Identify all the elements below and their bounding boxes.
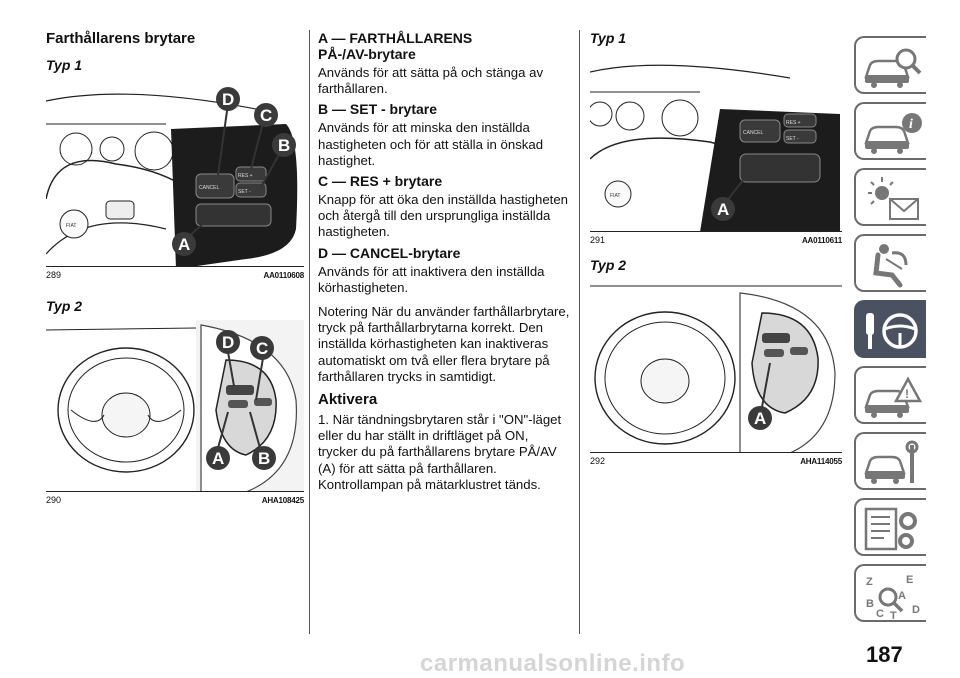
svg-text:E: E <box>906 574 913 586</box>
cancel-button-label: CANCEL <box>743 130 764 136</box>
figure-number: 292 <box>590 456 606 466</box>
svg-text:T: T <box>890 610 897 619</box>
figure-code: AA0110611 <box>801 236 842 245</box>
paragraph-b: Används för att minska den inställda has… <box>318 120 544 168</box>
figure-289: FIAT CANCEL RES + SET - D C B A <box>46 79 304 267</box>
cancel-button-label: CANCEL <box>199 185 220 191</box>
figure-291: FIAT CANCEL RES + SET - A <box>590 54 842 232</box>
svg-text:C: C <box>876 608 884 619</box>
tab-index[interactable]: Z E A B C T D <box>854 564 926 622</box>
figure-type-label: Typ 2 <box>590 257 627 273</box>
figure-type-label: Typ 1 <box>46 57 83 73</box>
steering-wheel-illustration: FIAT CANCEL RES + SET - A <box>590 64 840 231</box>
tab-maintenance[interactable] <box>854 432 926 490</box>
alphabetical-index-icon: Z E A B C T D <box>866 574 920 619</box>
callout-a: A <box>178 235 190 254</box>
paragraph-d: Används för att inaktivera den inställda… <box>318 263 545 295</box>
figure-290: D C A B <box>46 320 304 492</box>
figure-caption: 290 AHA108425 <box>46 495 304 505</box>
warning-lights-message-icon <box>868 177 919 220</box>
figure-caption: 289 AA0110608 <box>46 270 304 280</box>
subheading-d: D — CANCEL-brytare <box>318 244 461 261</box>
tab-emergency[interactable]: ! <box>854 366 926 424</box>
callout-d: D <box>222 90 234 109</box>
figure-caption: 291 AA0110611 <box>590 235 842 245</box>
aktivera-heading: Aktivera <box>318 391 378 409</box>
column-separator <box>309 30 310 634</box>
paragraph-a: Används för att sätta på och stänga av f… <box>318 65 544 97</box>
key-steering-wheel-icon <box>866 313 918 349</box>
figure-caption: 292 AHA114055 <box>590 456 842 466</box>
svg-text:B: B <box>866 598 874 610</box>
tab-warning-lights[interactable] <box>854 168 926 226</box>
tab-airbag[interactable] <box>854 234 926 292</box>
tab-car-info[interactable]: i <box>854 102 926 160</box>
breakdown-warning-icon: ! <box>864 376 923 418</box>
callout-c: C <box>256 339 268 358</box>
figure-code: AHA108425 <box>261 496 304 505</box>
fiat-logo: FIAT <box>66 223 76 229</box>
figure-type-label: Typ 2 <box>46 298 83 314</box>
callout-b: B <box>258 449 270 468</box>
figure-code: AHA114055 <box>800 457 842 466</box>
aktivera-paragraph: 1. När tändningsbrytaren står i "ON"-läg… <box>318 412 562 492</box>
callout-d: D <box>222 333 234 352</box>
figure-code: AA0110608 <box>263 271 305 280</box>
airbag-seat-icon <box>873 244 908 288</box>
column-left: Farthållarens brytare Typ 1 FIAT CANCEL … <box>46 30 304 505</box>
car-service-tools-icon <box>864 440 919 484</box>
svg-text:!: ! <box>905 387 909 401</box>
callout-c: C <box>260 106 272 125</box>
res-button-label: RES + <box>786 120 801 126</box>
callout-a: A <box>717 200 729 219</box>
tab-car-info-search[interactable] <box>854 36 926 94</box>
figure-number: 289 <box>46 270 62 280</box>
set-button-label: SET - <box>238 189 251 195</box>
column-separator <box>579 30 580 634</box>
svg-text:D: D <box>912 604 920 616</box>
svg-text:A: A <box>898 590 906 602</box>
paragraph-c: Knapp för att öka den inställda hastighe… <box>318 192 569 240</box>
svg-text:Z: Z <box>866 576 873 588</box>
column-middle: A — FARTHÅLLARENS PÅ-/AV-brytare Används… <box>318 30 570 497</box>
figure-number: 290 <box>46 495 62 505</box>
figure-type-label: Typ 1 <box>590 30 627 46</box>
car-info-icon: i <box>864 113 922 154</box>
subheading-c: C — RES + brytare <box>318 173 443 190</box>
steering-wheel-illustration: FIAT CANCEL RES + SET - D C B A <box>46 87 298 266</box>
car-info-search-icon <box>864 48 922 88</box>
figure-292: A <box>590 283 842 453</box>
callout-a: A <box>754 409 766 428</box>
note-paragraph: Notering När du använder farthållarbryta… <box>318 304 570 384</box>
steering-wheel-illustration: A <box>590 285 842 452</box>
svg-text:i: i <box>909 117 913 132</box>
tab-technical-data[interactable] <box>854 498 926 556</box>
page-number: 187 <box>866 642 903 667</box>
subheading-b: B — SET - brytare <box>318 101 438 118</box>
column-right: Typ 1 FIAT CANCEL RES + SET - A 291 AA01… <box>590 30 842 466</box>
fiat-logo: FIAT <box>610 193 620 199</box>
tab-starting-driving[interactable] <box>854 300 926 358</box>
watermark: carmanualsonline.info <box>420 650 686 677</box>
res-button-label: RES + <box>238 173 253 179</box>
subheading-a: A — FARTHÅLLARENS PÅ-/AV-brytare <box>318 30 473 62</box>
section-heading: Farthållarens brytare <box>46 30 196 47</box>
figure-number: 291 <box>590 235 606 245</box>
set-button-label: SET - <box>786 136 799 142</box>
callout-a: A <box>212 449 224 468</box>
specifications-gears-icon <box>864 507 917 551</box>
callout-b: B <box>278 136 290 155</box>
steering-wheel-illustration: D C A B <box>46 320 304 491</box>
